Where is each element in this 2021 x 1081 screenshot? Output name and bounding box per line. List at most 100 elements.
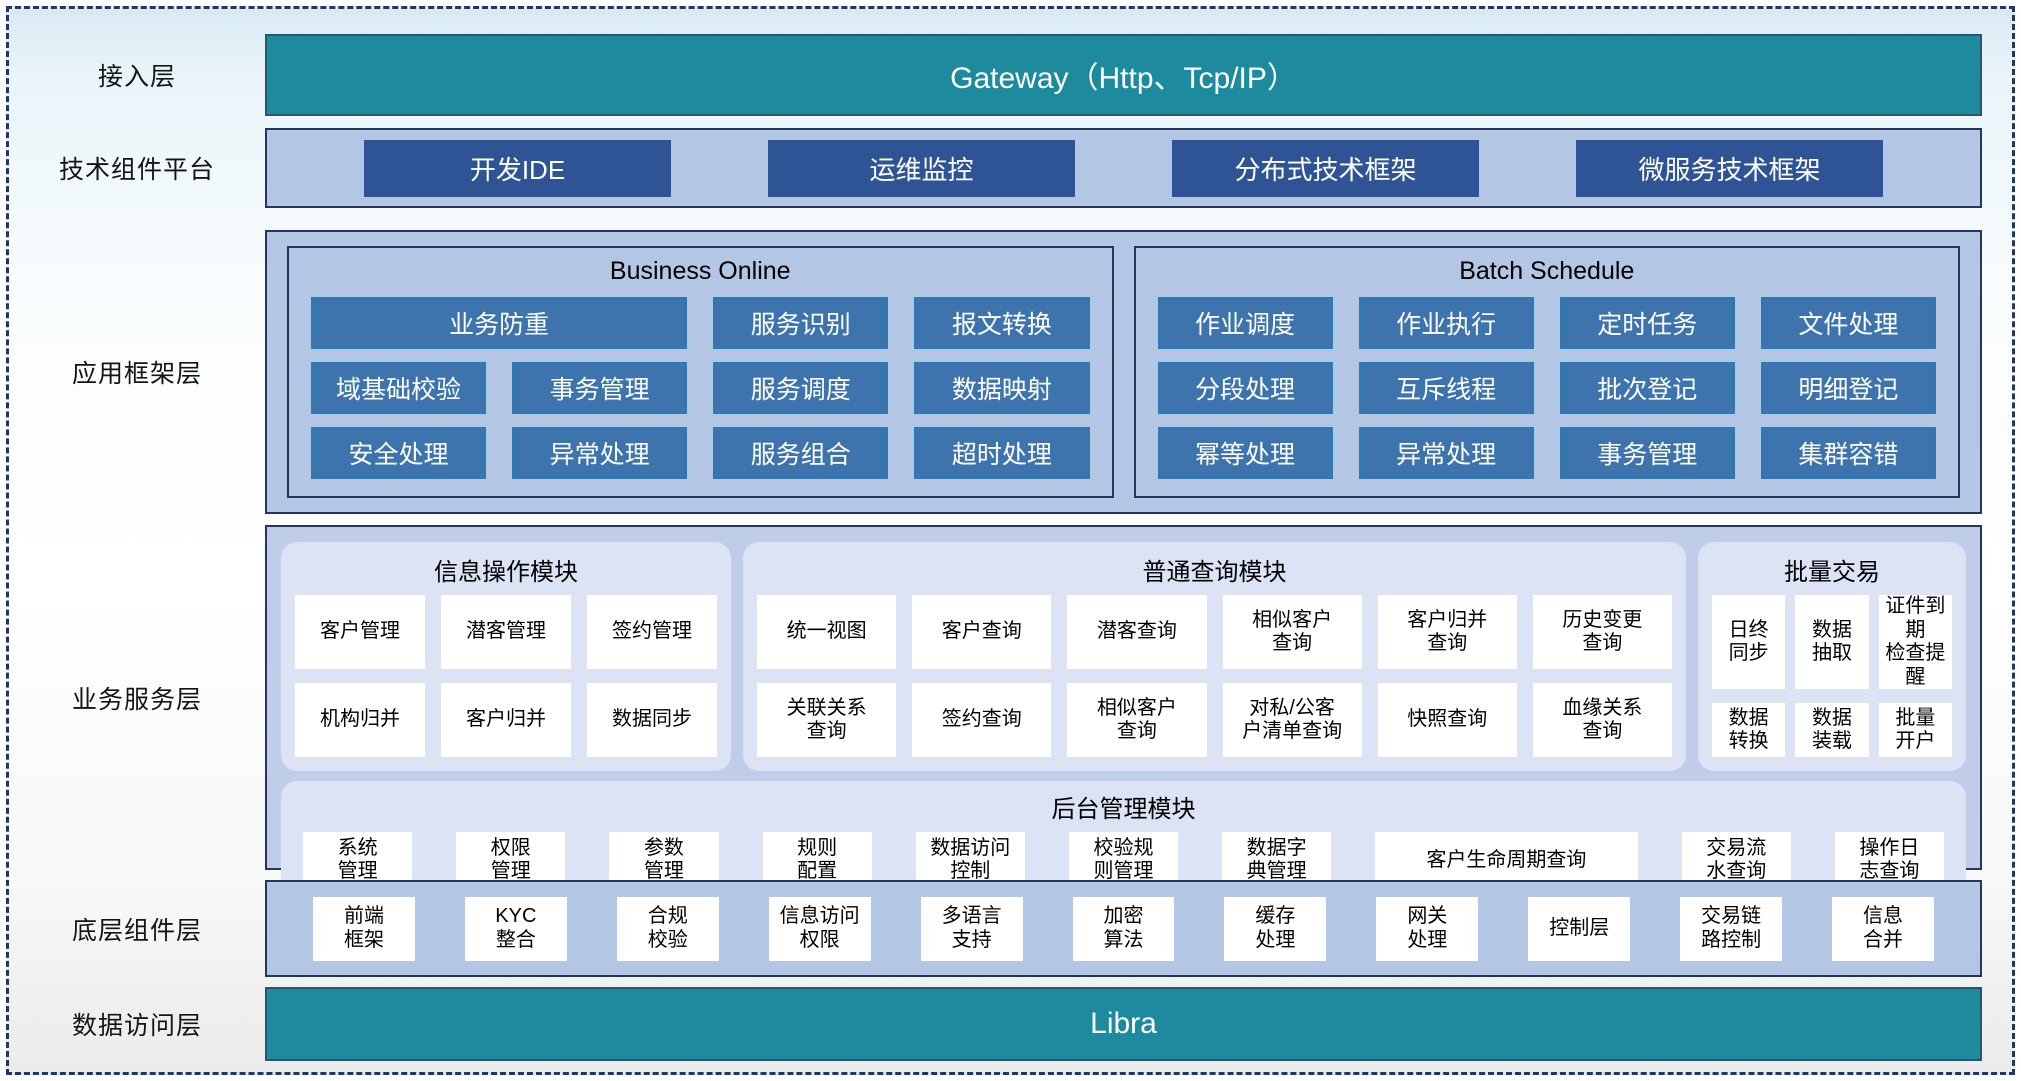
tech-component-block: 微服务技术框架	[1576, 139, 1883, 197]
admin-block: 客户生命周期查询	[1375, 832, 1638, 889]
base-component-block: 前端 框架	[313, 896, 415, 961]
batch-trade-title: 批量交易	[1784, 559, 1880, 586]
layer-access: 接入层 Gateway（Http、Tcp/IP）	[9, 34, 2012, 116]
base-component-block: 网关 处理	[1376, 896, 1479, 961]
common-query-items: 统一视图客户查询潜客查询相似客户 查询客户归并 查询历史变更 查询关联关系 查询…	[757, 595, 1672, 758]
batch-schedule-block: 作业执行	[1358, 297, 1534, 349]
gateway-bar: Gateway（Http、Tcp/IP）	[265, 34, 1982, 116]
business-online-block: 异常处理	[512, 427, 688, 479]
admin-module: 后台管理模块 系统 管理权限 管理参数 管理规则 配置数据访问 控制校验规 则管…	[281, 781, 1966, 899]
business-online-block: 数据映射	[914, 362, 1090, 414]
admin-module-title: 后台管理模块	[1051, 796, 1196, 824]
batch-schedule-block: 明细登记	[1760, 362, 1936, 414]
layer-label-access: 接入层	[97, 63, 176, 91]
layer-label-business-service: 业务服务层	[71, 685, 202, 714]
base-component-block: 加密 算法	[1072, 896, 1175, 961]
batch-schedule-block: 批次登记	[1559, 362, 1735, 414]
info-operation-block: 签约管理	[587, 595, 717, 670]
common-query-block: 关联关系 查询	[757, 683, 897, 758]
admin-block: 规则 配置	[762, 832, 872, 889]
layer-label-tech-platform: 技术组件平台	[58, 156, 215, 184]
business-online-items: 业务防重服务识别报文转换域基础校验事务管理服务调度数据映射安全处理异常处理服务组…	[289, 289, 1112, 496]
info-operation-items: 客户管理潜客管理签约管理机构归并客户归并数据同步	[295, 595, 717, 758]
common-query-block: 对私/公客 户清单查询	[1222, 683, 1362, 758]
architecture-diagram: 接入层 Gateway（Http、Tcp/IP） 技术组件平台 开发IDE 运维监…	[6, 6, 2015, 1075]
base-components-items: 前端 框架 KYC 整合合规 校验信息访问 权限多语言 支持加密 算法缓存 处理网…	[267, 882, 1980, 975]
base-component-block: 合规 校验	[616, 896, 719, 961]
admin-block: 数据字 典管理	[1222, 832, 1332, 889]
business-online-block: 服务调度	[713, 362, 889, 414]
app-framework-panel: Business Online 业务防重服务识别报文转换域基础校验事务管理服务调…	[265, 230, 1982, 514]
common-query-title: 普通查询模块	[1142, 559, 1287, 586]
info-operation-block: 客户管理	[295, 595, 425, 670]
business-online-block: 业务防重	[311, 297, 688, 349]
admin-module-items: 系统 管理权限 管理参数 管理规则 配置数据访问 控制校验规 则管理数据字 典管…	[303, 832, 1944, 889]
batch-trade-block: 证件到期 检查提醒	[1878, 595, 1952, 690]
tech-component-block: 运维监控	[768, 139, 1075, 197]
business-online-block: 服务组合	[713, 427, 889, 479]
admin-block: 校验规 则管理	[1068, 832, 1179, 889]
batch-schedule-block: 文件处理	[1760, 297, 1936, 349]
libra-bar-text: Libra	[1090, 1007, 1157, 1040]
common-query-block: 相似客户 查询	[1067, 683, 1207, 758]
common-query-block: 血缘关系 查询	[1532, 683, 1672, 758]
gateway-bar-text: Gateway（Http、Tcp/IP）	[950, 62, 1297, 95]
batch-schedule-block: 分段处理	[1157, 362, 1333, 414]
business-online-block: 报文转换	[914, 297, 1090, 349]
info-operation-block: 机构归并	[295, 683, 425, 758]
batch-schedule-block: 异常处理	[1358, 427, 1534, 479]
info-operation-block: 数据同步	[587, 683, 717, 758]
admin-block: 权限 管理	[456, 832, 566, 889]
base-component-block: 多语言 支持	[920, 896, 1023, 961]
common-query-block: 客户查询	[912, 595, 1052, 670]
common-query-block: 签约查询	[912, 683, 1052, 758]
batch-schedule-group: Batch Schedule 作业调度作业执行定时任务文件处理分段处理互斥线程批…	[1133, 246, 1960, 498]
common-query-block: 历史变更 查询	[1532, 595, 1672, 670]
batch-trade-block: 数据 装载	[1795, 703, 1869, 758]
base-component-block: KYC 整合	[464, 896, 567, 961]
batch-schedule-block: 互斥线程	[1358, 362, 1534, 414]
base-components-panel: 前端 框架 KYC 整合合规 校验信息访问 权限多语言 支持加密 算法缓存 处理网…	[265, 880, 1982, 977]
info-operation-module: 信息操作模块 客户管理潜客管理签约管理机构归并客户归并数据同步	[281, 542, 731, 772]
batch-trade-block: 日终 同步	[1712, 595, 1786, 690]
batch-schedule-title: Batch Schedule	[1459, 257, 1635, 285]
base-component-block: 信息 合并	[1832, 896, 1934, 961]
tech-component-block: 开发IDE	[364, 139, 671, 197]
common-query-module: 普通查询模块 统一视图客户查询潜客查询相似客户 查询客户归并 查询历史变更 查询…	[743, 542, 1686, 772]
business-online-block: 超时处理	[914, 427, 1090, 479]
layer-base-components: 底层组件层 前端 框架 KYC 整合合规 校验信息访问 权限多语言 支持加密 算法…	[9, 880, 2012, 977]
admin-block: 数据访问 控制	[915, 832, 1025, 889]
service-modules-row: 信息操作模块 客户管理潜客管理签约管理机构归并客户归并数据同步 普通查询模块 统…	[281, 542, 1966, 772]
libra-bar: Libra	[265, 987, 1982, 1061]
business-service-panel: 信息操作模块 客户管理潜客管理签约管理机构归并客户归并数据同步 普通查询模块 统…	[265, 525, 1982, 899]
batch-trade-block: 批量 开户	[1878, 703, 1952, 758]
base-component-block: 信息访问 权限	[768, 896, 871, 961]
common-query-block: 快照查询	[1377, 683, 1517, 758]
common-query-block: 相似客户 查询	[1222, 595, 1362, 670]
info-operation-block: 客户归并	[441, 683, 571, 758]
batch-schedule-block: 幂等处理	[1157, 427, 1333, 479]
batch-schedule-block: 事务管理	[1559, 427, 1735, 479]
common-query-block: 客户归并 查询	[1377, 595, 1517, 670]
layer-label-data-access: 数据访问层	[71, 1012, 202, 1040]
batch-schedule-block: 作业调度	[1157, 297, 1333, 349]
admin-block: 系统 管理	[303, 832, 413, 889]
business-online-block: 服务识别	[713, 297, 889, 349]
admin-block: 操作日 志查询	[1834, 832, 1944, 889]
batch-trade-block: 数据 抽取	[1795, 595, 1869, 690]
base-component-block: 缓存 处理	[1224, 896, 1327, 961]
base-component-block: 交易链 路控制	[1680, 896, 1783, 961]
common-query-block: 统一视图	[757, 595, 897, 670]
layer-app-framework: 应用框架层 Business Online 业务防重服务识别报文转换域基础校验事…	[9, 230, 2012, 514]
business-online-block: 安全处理	[311, 427, 487, 479]
layer-business-service: 业务服务层 信息操作模块 客户管理潜客管理签约管理机构归并客户归并数据同步 普通…	[9, 525, 2012, 899]
business-online-group: Business Online 业务防重服务识别报文转换域基础校验事务管理服务调…	[287, 246, 1114, 498]
base-component-block: 控制层	[1528, 896, 1631, 961]
layer-label-app-framework: 应用框架层	[71, 360, 202, 388]
layer-label-base-components: 底层组件层	[71, 916, 202, 945]
batch-schedule-items: 作业调度作业执行定时任务文件处理分段处理互斥线程批次登记明细登记幂等处理异常处理…	[1136, 289, 1959, 496]
admin-block: 交易流 水查询	[1681, 832, 1791, 889]
business-online-title: Business Online	[609, 257, 791, 285]
